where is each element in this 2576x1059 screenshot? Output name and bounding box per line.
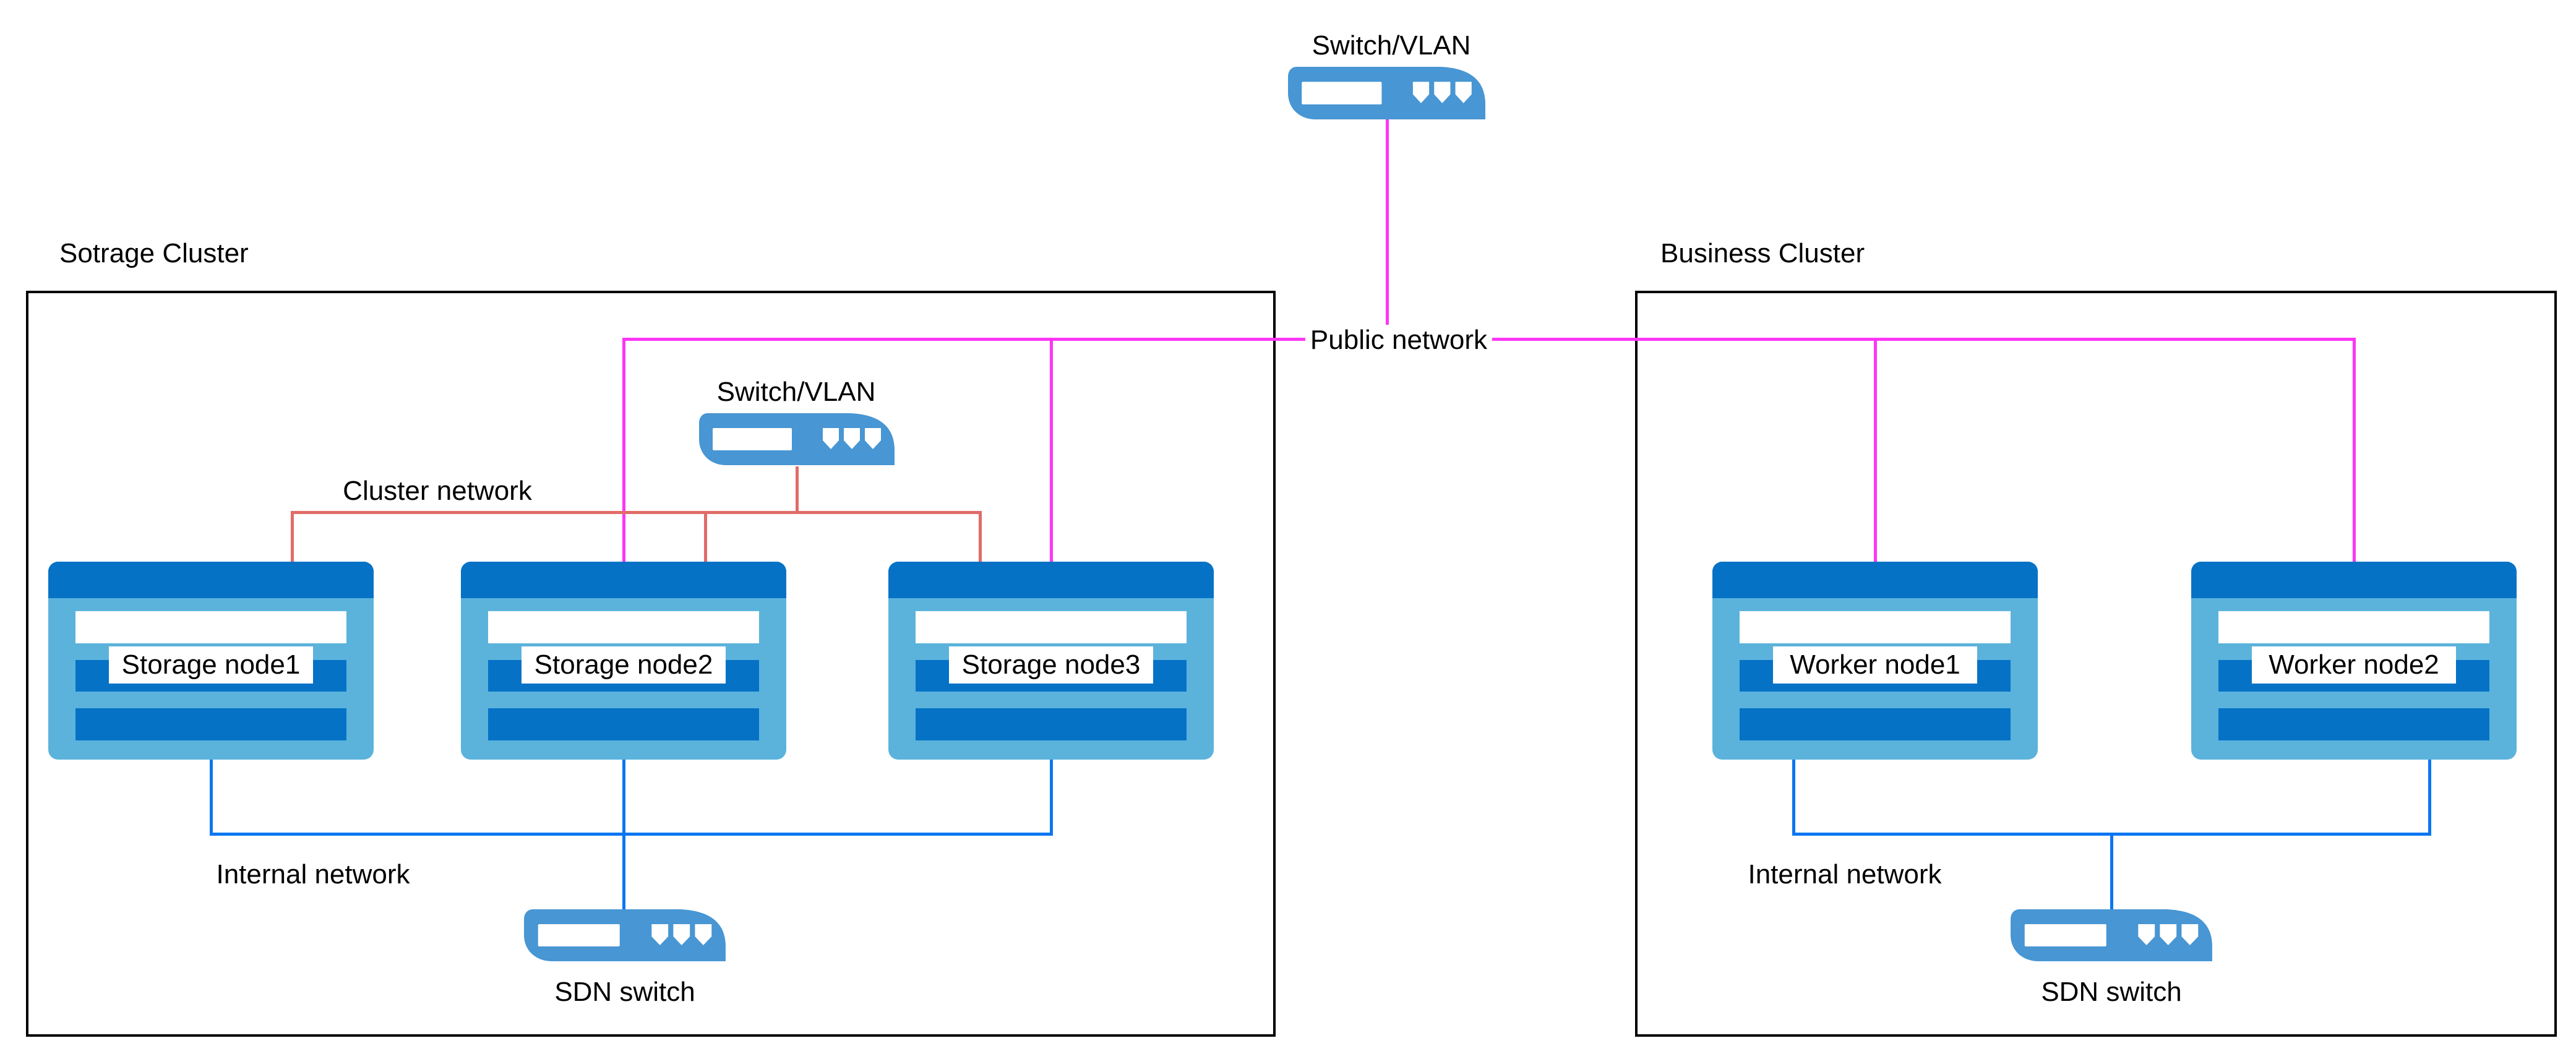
server-node-icon: Storage node2 [461, 562, 786, 760]
business-sdn-switch-label: SDN switch [2041, 977, 2182, 1007]
storage-cluster-title: Sotrage Cluster [59, 238, 249, 268]
node-header-band [888, 562, 1214, 598]
top-switch-label: Switch/VLAN [1312, 30, 1471, 61]
node-display-row [2218, 611, 2489, 643]
storage-switch-label: Switch/VLAN [716, 377, 876, 407]
server-node-icon: Worker node1 [1712, 562, 2038, 760]
cluster-network-drop-node2 [704, 511, 707, 562]
node-header-band [2191, 562, 2517, 598]
server-node-icon: Worker node2 [2191, 562, 2517, 760]
internal-network-drop-node2-to-sdn [622, 760, 625, 909]
server-node-icon: Storage node3 [888, 562, 1214, 760]
node-label: Worker node1 [1773, 646, 1977, 684]
internal-network-drop-worker1 [1792, 760, 1795, 836]
node-slot-row [75, 708, 346, 740]
node-header-band [461, 562, 786, 598]
switch-vlan-icon [1288, 67, 1485, 119]
node-display-row [916, 611, 1187, 643]
node-header-band [1712, 562, 2038, 598]
cluster-network-drop-node1 [291, 511, 294, 562]
public-network-drop-storage-node2 [622, 338, 625, 562]
public-network-label: Public network [1305, 325, 1493, 356]
internal-network-drop-node1 [210, 760, 213, 836]
cluster-network-drop-node3 [979, 511, 982, 562]
storage-sdn-switch-label: SDN switch [554, 977, 695, 1007]
node-slot-row [916, 708, 1187, 740]
business-internal-network-label: Internal network [1748, 859, 1942, 890]
switch-vlan-icon [699, 413, 895, 465]
node-header-band [48, 562, 374, 598]
public-network-line-top-switch-drop [1386, 118, 1389, 339]
public-network-drop-storage-node3 [1050, 338, 1053, 562]
node-label: Storage node2 [522, 646, 726, 684]
cluster-network-switch-drop [796, 466, 799, 512]
internal-network-line-storage [211, 833, 1053, 836]
internal-network-drop-business-sdn [2110, 833, 2113, 909]
node-display-row [75, 611, 346, 643]
internal-network-drop-node3 [1050, 760, 1053, 836]
node-label: Storage node1 [109, 646, 313, 684]
storage-cluster-box [26, 291, 1276, 1037]
node-slot-row [488, 708, 759, 740]
node-slot-row [2218, 708, 2489, 740]
node-display-row [488, 611, 759, 643]
internal-network-drop-worker2 [2428, 760, 2431, 836]
sdn-switch-icon [524, 909, 726, 961]
node-label: Worker node2 [2252, 646, 2456, 684]
cluster-network-label: Cluster network [343, 476, 532, 506]
node-label: Storage node3 [949, 646, 1153, 684]
public-network-drop-worker-node2 [2353, 338, 2356, 562]
business-cluster-box [1635, 291, 2557, 1037]
storage-internal-network-label: Internal network [216, 859, 410, 890]
node-slot-row [1740, 708, 2011, 740]
cluster-network-line-horizontal [291, 511, 982, 514]
sdn-switch-icon [2011, 909, 2212, 961]
public-network-drop-worker-node1 [1874, 338, 1877, 562]
node-display-row [1740, 611, 2011, 643]
business-cluster-title: Business Cluster [1660, 238, 1865, 268]
server-node-icon: Storage node1 [48, 562, 374, 760]
